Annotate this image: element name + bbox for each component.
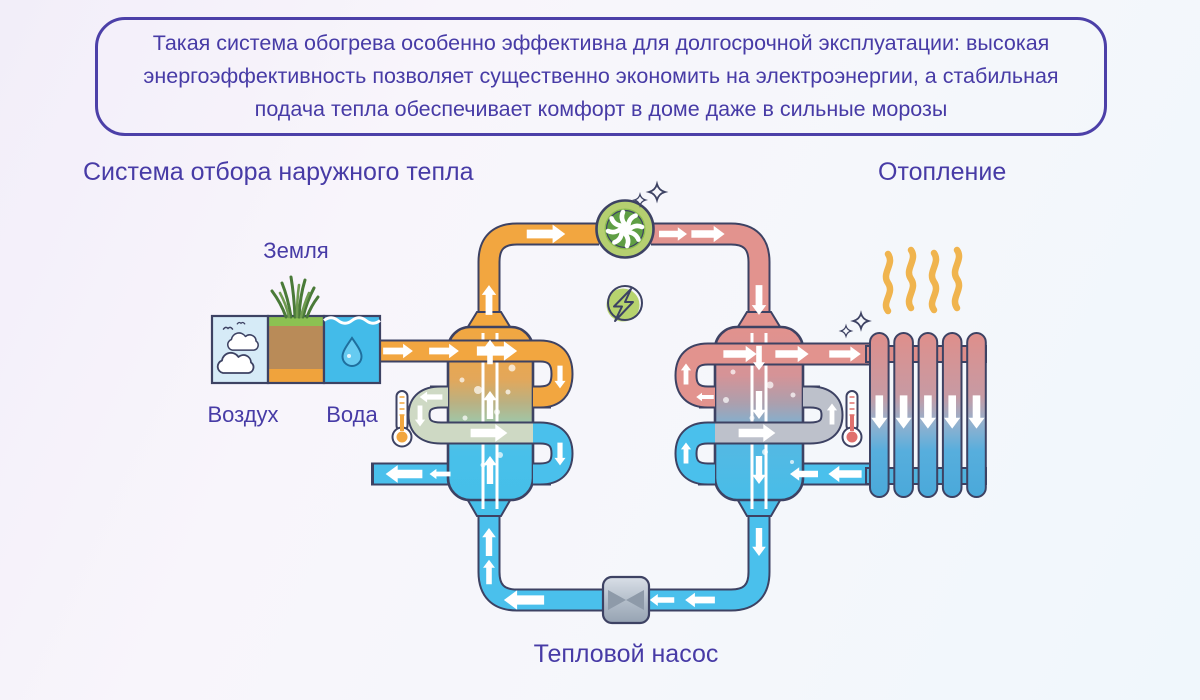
grass-icon — [270, 275, 320, 319]
label-air: Воздух — [207, 402, 279, 427]
water-source-icon — [322, 314, 382, 385]
heading-source-system: Система отбора наружного тепла — [83, 158, 474, 186]
outdoor-sources — [210, 275, 382, 385]
label-heat-pump: Тепловой насос — [533, 640, 719, 668]
label-ground: Земля — [263, 238, 329, 263]
electricity-lightning-icon — [606, 285, 643, 322]
thermometer-cold-icon — [391, 390, 413, 448]
water-drop-icon — [341, 336, 363, 367]
ground-source-icon — [266, 314, 326, 385]
thermometer-hot-icon — [841, 390, 863, 448]
expansion-valve-icon — [601, 575, 651, 625]
callout-text: Такая система обогрева особенно эффектив… — [143, 31, 1059, 121]
compressor-fan-icon — [595, 199, 655, 259]
heading-heating: Отопление — [878, 158, 1007, 186]
label-water: Вода — [326, 402, 378, 427]
radiator-icon — [865, 332, 987, 498]
heat-wave-icon — [882, 246, 963, 315]
callout-box: Такая система обогрева особенно эффектив… — [95, 17, 1107, 136]
